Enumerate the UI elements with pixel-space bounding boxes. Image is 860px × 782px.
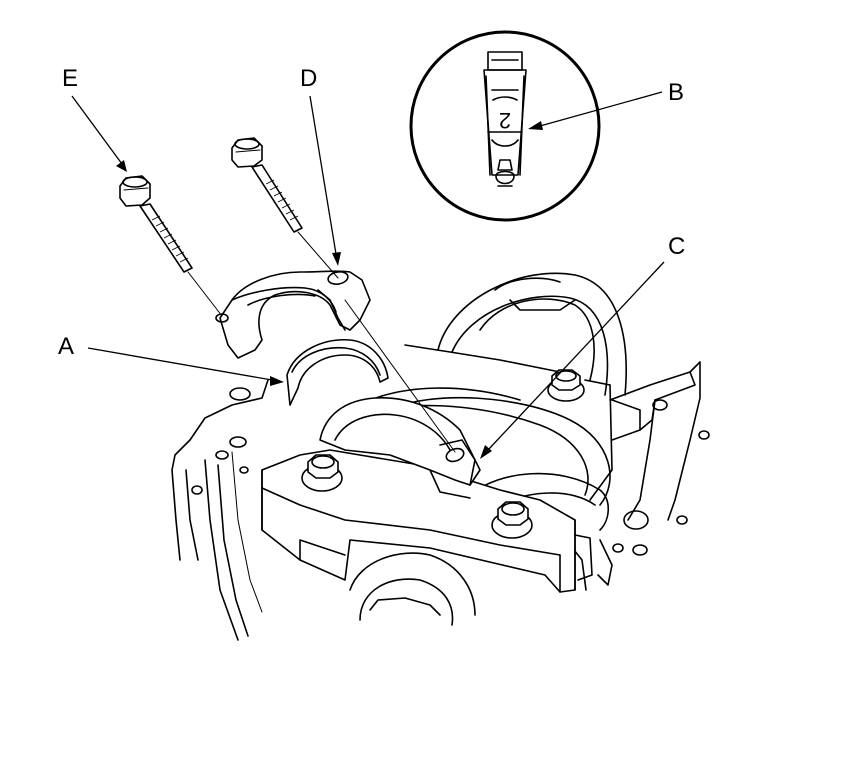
bearing-cap-block	[261, 379, 641, 626]
installed-bolt-right	[491, 501, 533, 539]
detail-rod-cap	[483, 51, 527, 187]
connecting-rod	[319, 397, 481, 499]
exploded-bolt-2	[231, 137, 303, 233]
engine-block	[171, 361, 710, 641]
callout-c: C	[480, 233, 685, 459]
bearing-shell	[286, 339, 389, 406]
installed-bolt-rear	[547, 369, 585, 402]
label-e: E	[62, 65, 78, 92]
detail-stamp-number: 2	[499, 108, 511, 133]
label-a: A	[58, 333, 74, 360]
callout-e: E	[62, 65, 127, 172]
rod-cap	[215, 270, 371, 359]
callout-d: D	[300, 65, 341, 266]
installed-bolt-left	[301, 454, 343, 492]
label-b: B	[668, 79, 684, 106]
detail-view: 2	[409, 30, 601, 222]
label-d: D	[300, 65, 317, 92]
exploded-bolt-e	[119, 175, 193, 273]
alignment-lines	[187, 231, 456, 453]
callout-a: A	[58, 333, 284, 386]
label-c: C	[668, 233, 685, 260]
rear-crank-journal	[404, 272, 627, 396]
callout-b: B	[528, 79, 684, 130]
